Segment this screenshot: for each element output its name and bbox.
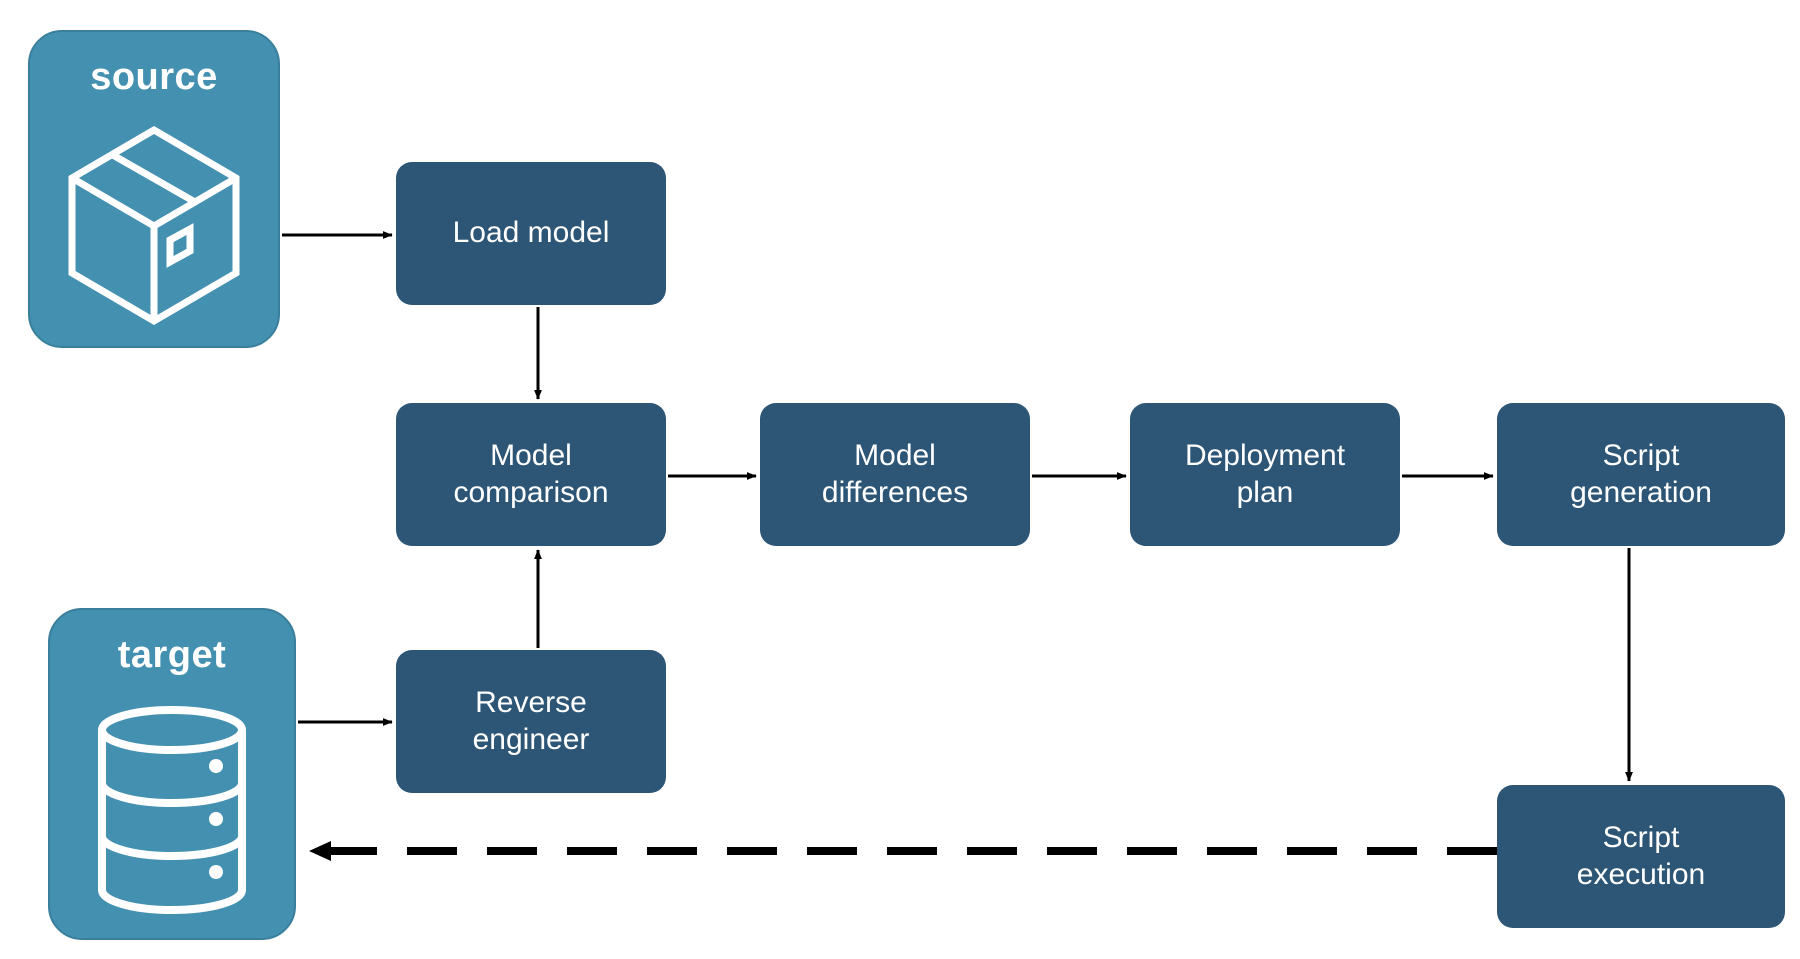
process-label-line1: Reverse <box>475 685 587 719</box>
package-box-icon <box>30 104 278 346</box>
source-node[interactable]: source <box>28 30 280 348</box>
process-reverse-engineer[interactable]: Reverse engineer <box>396 650 666 793</box>
source-label: source <box>90 56 218 98</box>
process-script-execution[interactable]: Script execution <box>1497 785 1785 928</box>
process-label-line2: differences <box>821 475 969 509</box>
process-label-line1: Script <box>1602 438 1680 472</box>
process-label-line2: execution <box>1576 857 1706 891</box>
target-label: target <box>117 634 227 676</box>
process-label-line1: Model <box>854 438 936 472</box>
process-label: Reverse engineer <box>473 685 590 758</box>
process-script-generation[interactable]: Script generation <box>1497 403 1785 546</box>
process-label-line1: Script <box>1602 820 1680 854</box>
process-label: Script generation <box>1570 438 1712 511</box>
process-label-line1: Deployment <box>1184 438 1346 472</box>
process-label: Deployment plan <box>1185 438 1345 511</box>
process-label-line2: generation <box>1570 475 1712 509</box>
process-label-line2: comparison <box>453 475 609 509</box>
process-label-line2: plan <box>1236 475 1294 509</box>
target-node[interactable]: target <box>48 608 296 940</box>
process-label-line2: engineer <box>472 722 590 756</box>
process-deployment-plan[interactable]: Deployment plan <box>1130 403 1400 546</box>
process-label: Model comparison <box>453 438 608 511</box>
process-label: Model differences <box>822 438 968 511</box>
process-label-line1: Model <box>490 438 572 472</box>
process-model-comparison[interactable]: Model comparison <box>396 403 666 546</box>
process-label: Load model <box>452 216 610 250</box>
process-load-model[interactable]: Load model <box>396 162 666 305</box>
database-cylinder-icon <box>50 682 294 938</box>
process-model-differences[interactable]: Model differences <box>760 403 1030 546</box>
process-label: Script execution <box>1577 820 1705 893</box>
